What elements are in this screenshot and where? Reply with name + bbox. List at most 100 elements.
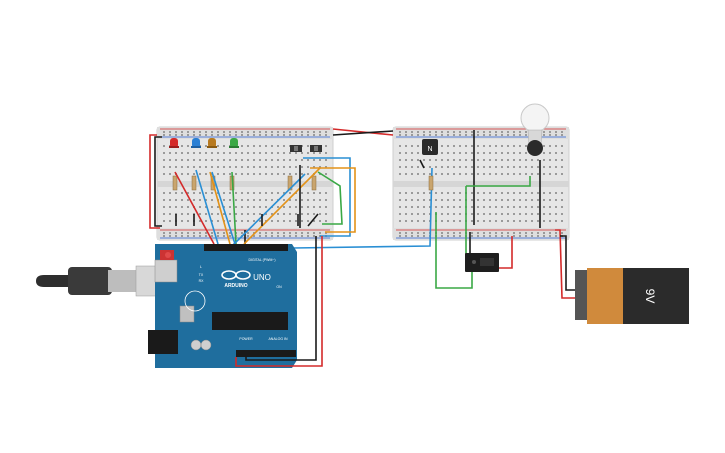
breadboard-hole bbox=[199, 220, 201, 222]
breadboard-rail-hole bbox=[513, 131, 515, 133]
breadboard-hole bbox=[295, 213, 297, 215]
breadboard-hole bbox=[555, 145, 557, 147]
breadboard-hole bbox=[399, 192, 401, 194]
breadboard-hole bbox=[229, 213, 231, 215]
arduino-rx-label: RX bbox=[199, 279, 205, 283]
breadboard-hole bbox=[187, 199, 189, 201]
breadboard-rail-hole bbox=[525, 134, 527, 136]
breadboard-hole bbox=[217, 152, 219, 154]
transistor[interactable]: N bbox=[422, 139, 438, 155]
breadboard-rail-hole bbox=[187, 232, 189, 234]
breadboard-hole bbox=[417, 159, 419, 161]
wires-left[interactable] bbox=[149, 128, 394, 247]
battery-9v[interactable]: 9V bbox=[575, 268, 689, 324]
breadboard-rail-hole bbox=[399, 131, 401, 133]
breadboard-hole bbox=[307, 192, 309, 194]
breadboard-left[interactable] bbox=[156, 126, 334, 241]
breadboard-hole bbox=[537, 173, 539, 175]
resistor-right[interactable] bbox=[428, 175, 434, 191]
breadboard-hole bbox=[289, 159, 291, 161]
pushbutton-2[interactable] bbox=[310, 145, 322, 152]
breadboard-hole bbox=[247, 192, 249, 194]
breadboard-hole bbox=[265, 152, 267, 154]
breadboard-rail-hole bbox=[187, 134, 189, 136]
breadboard-hole bbox=[549, 173, 551, 175]
breadboard-hole bbox=[289, 213, 291, 215]
breadboard-hole bbox=[235, 199, 237, 201]
breadboard-hole bbox=[441, 206, 443, 208]
breadboard-hole bbox=[265, 192, 267, 194]
breadboard-hole bbox=[289, 166, 291, 168]
breadboard-hole bbox=[477, 159, 479, 161]
breadboard-hole bbox=[543, 213, 545, 215]
wires-right[interactable] bbox=[292, 130, 578, 299]
breadboard-rail-hole bbox=[199, 131, 201, 133]
breadboard-hole bbox=[211, 152, 213, 154]
breadboard-hole bbox=[423, 199, 425, 201]
breadboard-hole bbox=[163, 192, 165, 194]
breadboard-hole bbox=[235, 159, 237, 161]
breadboard-rail-hole bbox=[205, 134, 207, 136]
breadboard-rail-hole bbox=[229, 232, 231, 234]
breadboard-hole bbox=[295, 159, 297, 161]
breadboard-hole bbox=[205, 145, 207, 147]
pushbutton-1[interactable] bbox=[290, 145, 302, 152]
breadboard-rail-hole bbox=[423, 131, 425, 133]
breadboard-rail-hole bbox=[483, 134, 485, 136]
breadboard-rail-hole bbox=[531, 235, 533, 237]
breadboard-hole bbox=[223, 192, 225, 194]
breadboard-hole bbox=[283, 166, 285, 168]
relay[interactable] bbox=[465, 253, 499, 272]
arduino-uno[interactable]: ARDUINO UNO DIGITAL (PWM~) POWER ANALOG … bbox=[148, 244, 297, 368]
breadboard-hole bbox=[531, 166, 533, 168]
breadboard-hole bbox=[271, 152, 273, 154]
breadboard-hole bbox=[441, 166, 443, 168]
breadboard-rail-hole bbox=[259, 235, 261, 237]
breadboard-hole bbox=[325, 152, 327, 154]
breadboard-hole bbox=[259, 199, 261, 201]
breadboard-hole bbox=[495, 145, 497, 147]
breadboard-hole bbox=[235, 220, 237, 222]
led-orange[interactable] bbox=[207, 138, 217, 148]
breadboard-hole bbox=[163, 213, 165, 215]
breadboard-rail-hole bbox=[193, 131, 195, 133]
breadboard-hole bbox=[229, 159, 231, 161]
breadboard-hole bbox=[477, 199, 479, 201]
breadboard-hole bbox=[549, 152, 551, 154]
breadboard-rail-hole bbox=[477, 134, 479, 136]
breadboard-hole bbox=[483, 199, 485, 201]
breadboard-hole bbox=[199, 152, 201, 154]
breadboard-hole bbox=[471, 192, 473, 194]
breadboard-hole bbox=[411, 166, 413, 168]
breadboard-rail-hole bbox=[561, 134, 563, 136]
breadboard-rail-hole bbox=[435, 131, 437, 133]
breadboard-hole bbox=[211, 192, 213, 194]
breadboard-rail-hole bbox=[163, 131, 165, 133]
breadboard-hole bbox=[453, 173, 455, 175]
breadboard-hole bbox=[435, 192, 437, 194]
breadboard-hole bbox=[199, 206, 201, 208]
breadboard-hole bbox=[555, 159, 557, 161]
breadboard-rail-hole bbox=[399, 134, 401, 136]
breadboard-rail-hole bbox=[301, 131, 303, 133]
breadboard-rail-hole bbox=[295, 235, 297, 237]
breadboard-rail-hole bbox=[543, 131, 545, 133]
light-bulb[interactable] bbox=[520, 103, 550, 156]
led-blue[interactable] bbox=[191, 138, 201, 148]
breadboard-rail-hole bbox=[175, 131, 177, 133]
breadboard-hole bbox=[307, 220, 309, 222]
breadboard-hole bbox=[507, 166, 509, 168]
breadboard-hole bbox=[507, 159, 509, 161]
led-green[interactable] bbox=[229, 138, 239, 148]
breadboard-hole bbox=[169, 173, 171, 175]
breadboard-rail-hole bbox=[187, 131, 189, 133]
breadboard-right[interactable] bbox=[392, 126, 570, 241]
led-red[interactable] bbox=[169, 138, 179, 148]
breadboard-hole bbox=[271, 159, 273, 161]
wires-arduino[interactable] bbox=[235, 236, 323, 367]
breadboard-hole bbox=[441, 220, 443, 222]
breadboard-hole bbox=[501, 213, 503, 215]
breadboard-hole bbox=[181, 152, 183, 154]
breadboard-rail-hole bbox=[325, 131, 327, 133]
breadboard-hole bbox=[453, 206, 455, 208]
